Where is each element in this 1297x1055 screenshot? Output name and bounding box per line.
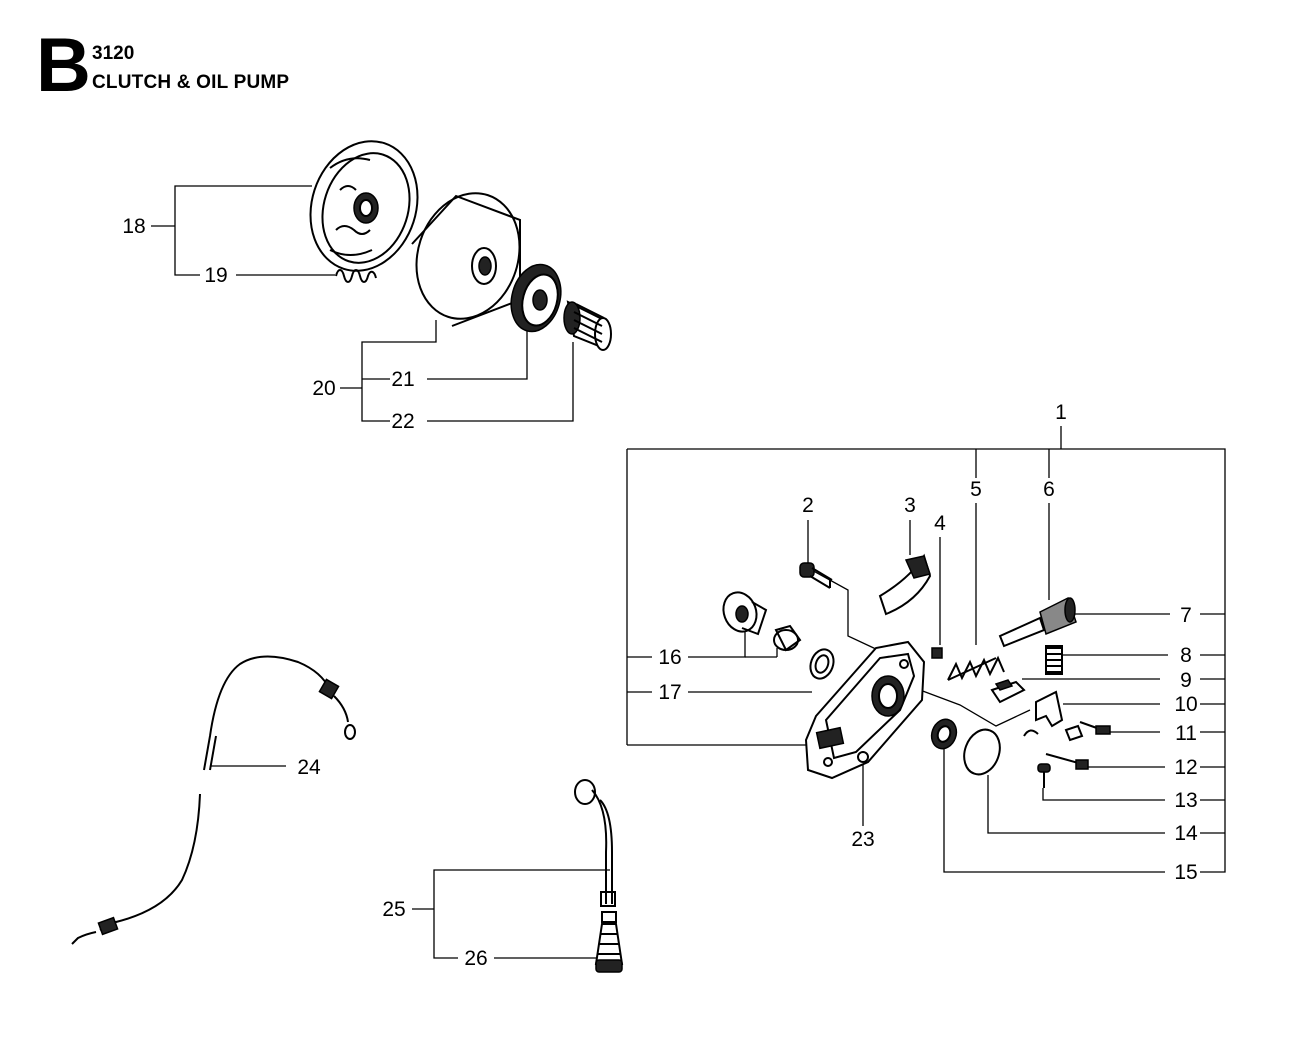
pump-piston-icon [998, 596, 1077, 648]
oil-pump-housing-icon [804, 640, 926, 780]
callout-17: 17 [658, 681, 681, 704]
oil-hose-icon [574, 779, 616, 907]
rim-sprocket-icon [510, 263, 562, 333]
callout-2: 2 [802, 494, 814, 517]
screw-icon [931, 647, 943, 659]
worm-gear-icon [722, 591, 802, 652]
callout-13: 13 [1174, 789, 1197, 812]
callout-3: 3 [904, 494, 916, 517]
screw-icon [1045, 753, 1089, 770]
spring-icon [947, 655, 1005, 681]
callout-4: 4 [934, 512, 946, 535]
callout-5: 5 [970, 478, 982, 501]
callout-24: 24 [297, 756, 321, 779]
callout-16: 16 [658, 646, 681, 669]
bracket-icon [1023, 690, 1064, 737]
callout-21: 21 [391, 368, 414, 391]
oil-hose-icon [71, 655, 356, 945]
section-code: 3120 [92, 43, 135, 64]
clutch-drum-icon [411, 192, 521, 327]
o-ring-icon [809, 648, 835, 680]
oil-filter-icon [594, 911, 624, 973]
callout-15: 15 [1174, 861, 1197, 884]
callout-11: 11 [1175, 722, 1197, 745]
callout-22: 22 [391, 410, 414, 433]
callout-6: 6 [1043, 478, 1055, 501]
callout-labels: 1 2 3 4 5 6 7 8 9 10 11 12 13 14 15 16 1… [122, 215, 1198, 970]
callout-7: 7 [1180, 604, 1192, 627]
callout-8: 8 [1180, 644, 1192, 667]
callout-25: 25 [382, 898, 405, 921]
spring-icon [1045, 645, 1063, 675]
callout-19: 19 [204, 264, 227, 287]
guide-plate-icon [878, 553, 932, 616]
callout-18: 18 [122, 215, 145, 238]
callout-9: 9 [1180, 669, 1192, 692]
washer-icon [930, 718, 958, 750]
screw-icon [1037, 763, 1051, 788]
callout-14: 14 [1174, 822, 1198, 845]
section-letter: B [36, 23, 91, 108]
worm-gear-icon [990, 679, 1026, 704]
screw-icon [799, 562, 833, 589]
callout-12: 12 [1174, 756, 1197, 779]
callout-20: 20 [312, 377, 335, 400]
leader-lines [151, 185, 1226, 959]
needle-bearing-icon [563, 300, 612, 351]
clutch-spring-icon [335, 269, 377, 283]
clutch-assembly-icon [309, 140, 419, 272]
washer-icon [857, 751, 869, 763]
callout-1: 1 [1055, 401, 1067, 424]
callout-26: 26 [464, 947, 487, 970]
section-title: CLUTCH & OIL PUMP [92, 72, 290, 93]
callout-10: 10 [1174, 693, 1197, 716]
callout-23: 23 [851, 828, 874, 851]
screw-icon [1064, 721, 1111, 742]
o-ring-icon [963, 728, 1001, 776]
